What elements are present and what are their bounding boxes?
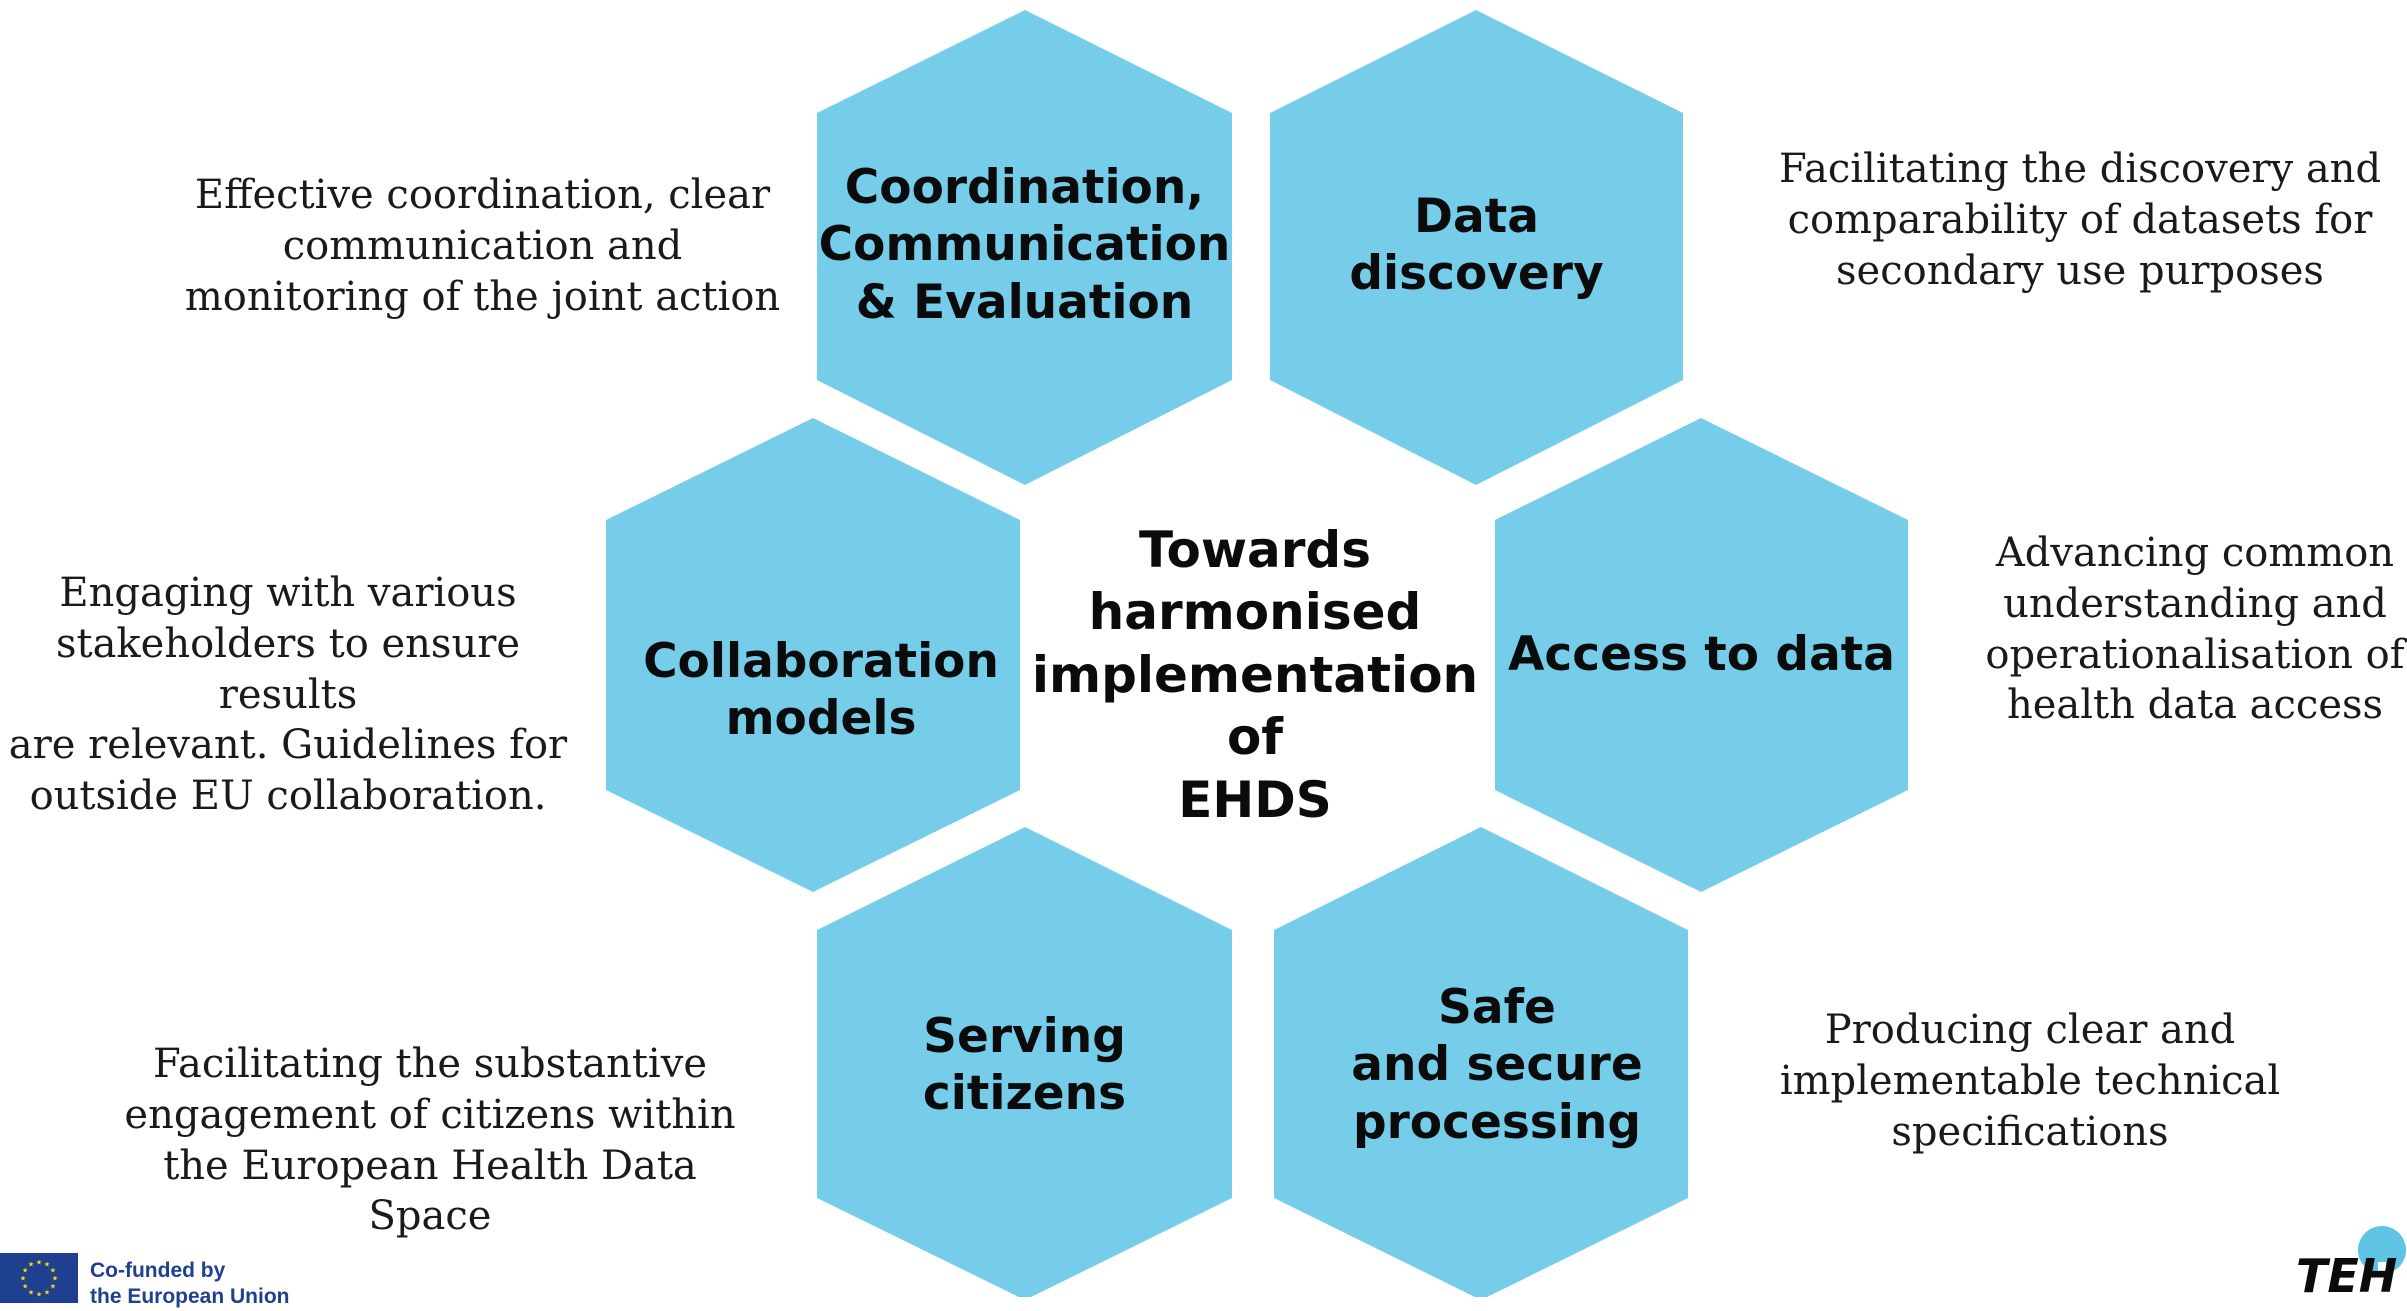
center-title: Towards harmonised implementation of EHD… [1031,520,1479,829]
wp-title-serving-citizens: Serving citizens [922,1008,1127,1121]
eu-star: ★ [20,1275,26,1283]
description-collaboration: Engaging with various stakeholders to en… [8,570,568,820]
description-safe-processing: Producing clear and implementable techni… [1779,1007,2281,1155]
wp-title-access-to-data: Access to data [1508,627,1895,683]
wp-title-coordination: Coordination, Communication & Evaluation [818,160,1231,330]
description-coordination: Effective coordination, clear communicat… [184,172,781,320]
eu-star: ★ [28,1288,34,1296]
description-access-to-data: Advancing common understanding and opera… [1985,530,2405,729]
hexagon-access-to-data [1495,418,1908,892]
wp-title-safe-processing: Safe and secure processing [1351,980,1643,1150]
eu-flag-icon: ★★★★★★★★★★★★ [0,1253,78,1303]
eu-funding-label: Co-funded by the European Union [90,1259,290,1309]
eu-star: ★ [36,1259,42,1267]
wp-title-collaboration: Collaboration models [643,633,999,746]
eu-star: ★ [36,1291,42,1299]
hexagon-collaboration [606,418,1020,892]
description-data-discovery: Facilitating the discovery and comparabi… [1778,146,2382,294]
eu-star: ★ [28,1261,34,1269]
teh-logo-text: TEH [2296,1249,2397,1297]
hexagon-safe-processing [1274,827,1688,1297]
hexagon-coordination [817,10,1232,485]
eu-star: ★ [44,1288,50,1296]
hexagon-serving-citizens [817,827,1232,1297]
teh-logo-icon: TEH [2296,1226,2406,1297]
eu-star: ★ [22,1283,28,1291]
eu-star: ★ [22,1267,28,1275]
hexagon-data-discovery [1270,10,1683,485]
eu-star: ★ [52,1275,58,1283]
description-serving-citizens: Facilitating the substantive engagement … [124,1041,736,1240]
eu-star: ★ [50,1283,56,1291]
wp-title-data-discovery: Data discovery [1349,188,1604,301]
eu-star: ★ [44,1261,50,1269]
eu-star: ★ [50,1267,56,1275]
